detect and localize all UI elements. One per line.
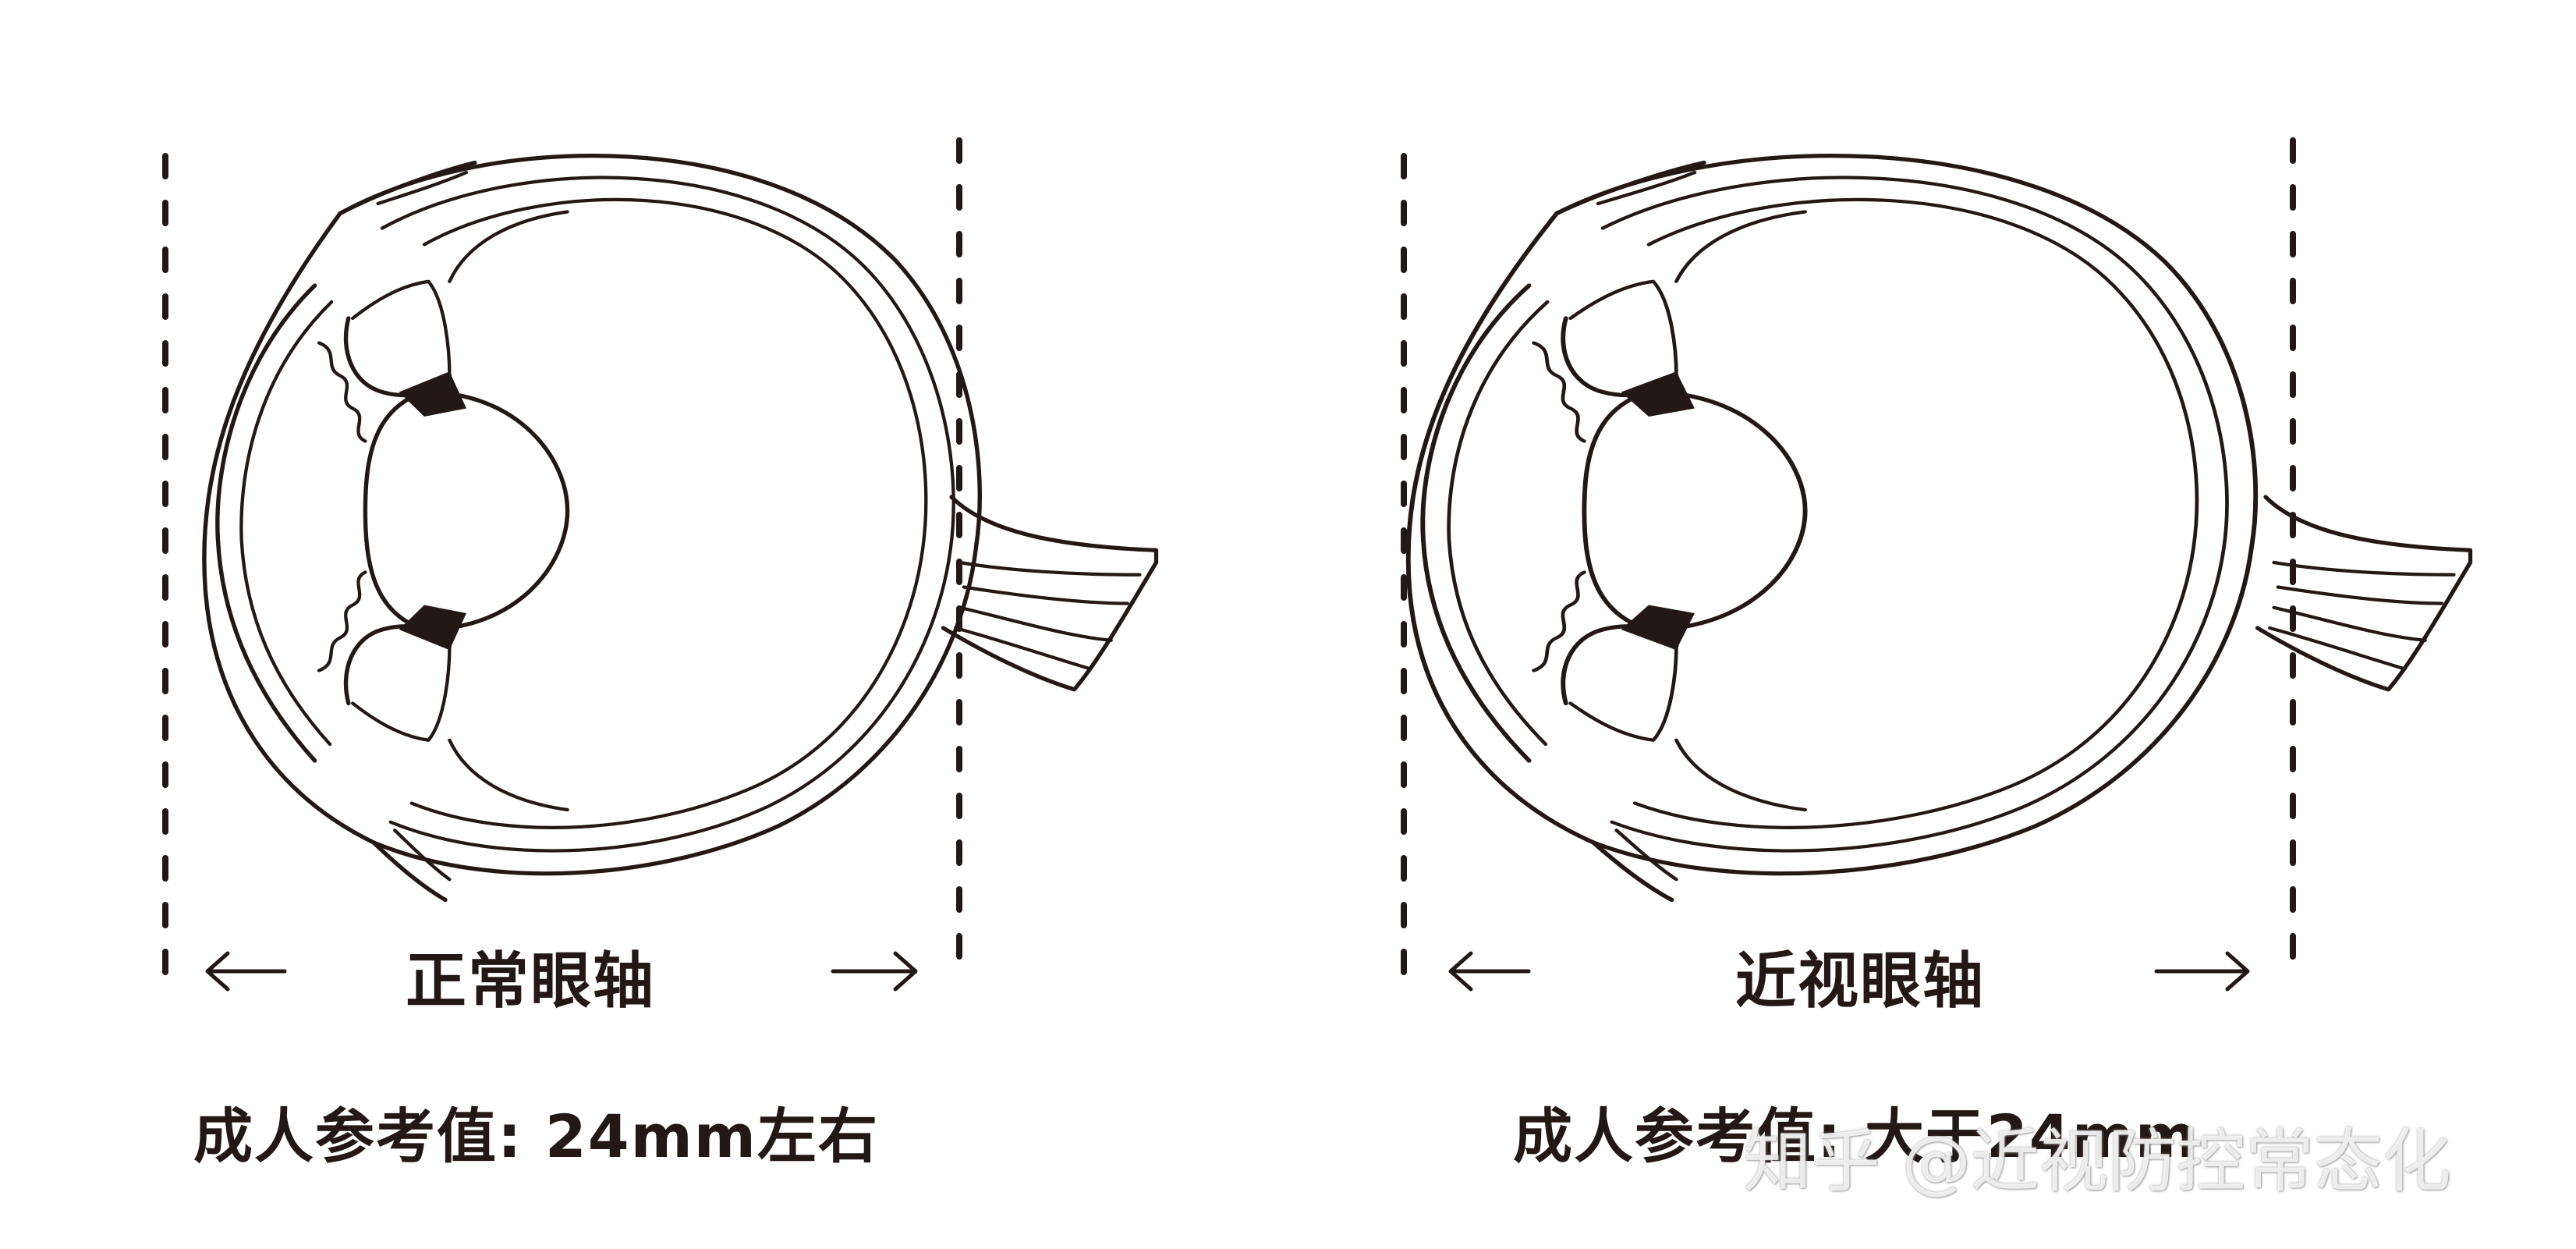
myopia-axis-label: 近视眼轴: [1735, 932, 1985, 1020]
normal-reference-value: 成人参考值: 24mm左右: [193, 1088, 879, 1174]
myopia-eyeball: [1408, 156, 2256, 900]
myopia-eye-panel: [1404, 140, 2471, 989]
zhihu-watermark: 知乎 @近视防控常态化: [1743, 1106, 2451, 1205]
normal-eyeball: [204, 156, 980, 900]
normal-axis-label: 正常眼轴: [406, 932, 655, 1020]
myopia-optic-nerve: [2258, 497, 2471, 690]
normal-eye-panel: [165, 140, 1157, 989]
normal-optic-nerve: [944, 497, 1157, 690]
